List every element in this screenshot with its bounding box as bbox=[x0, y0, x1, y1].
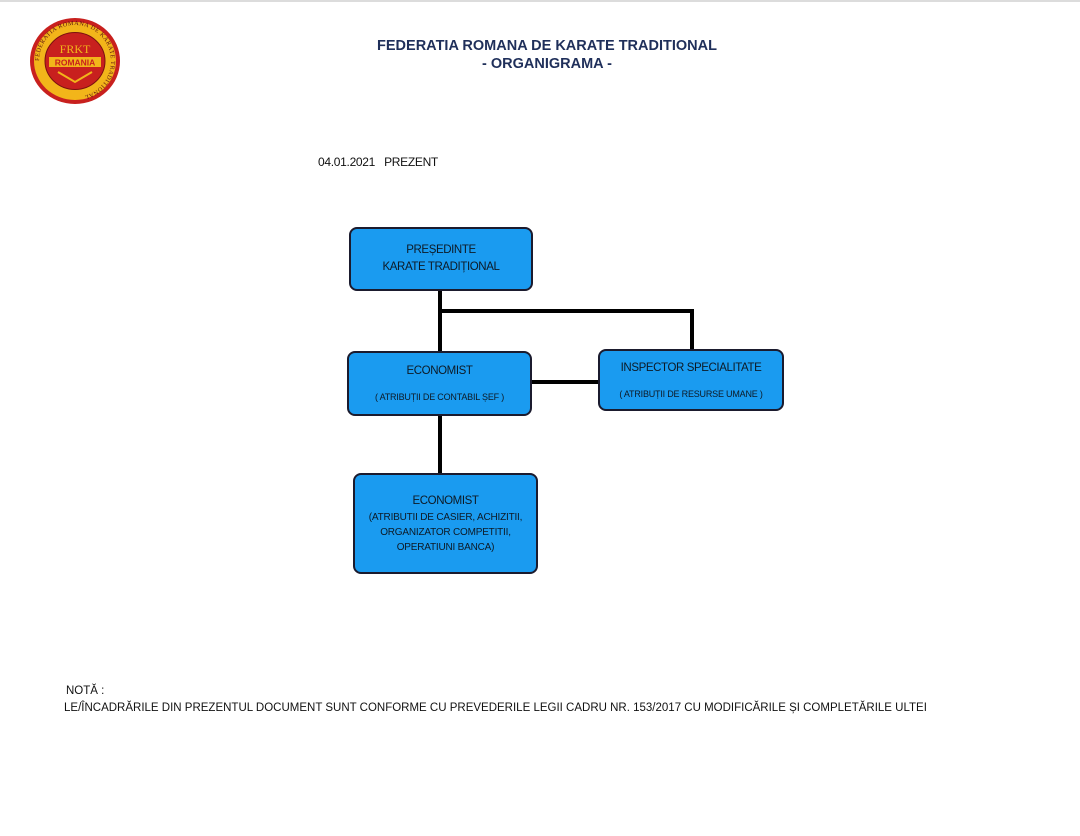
economist-cashier-note2: ORGANIZATOR COMPETITII, bbox=[380, 526, 511, 538]
economist-cashier-title: ECONOMIST bbox=[412, 494, 479, 507]
note-text: LE/ÎNCADRĂRILE DIN PREZENTUL DOCUMENT SU… bbox=[64, 702, 927, 714]
note-label: NOTĂ : bbox=[66, 685, 105, 697]
date-value: 04.01.2021 bbox=[318, 155, 376, 169]
connector-economist-inspector bbox=[531, 380, 599, 384]
economist-cashier-note3: OPERATIUNI BANCA) bbox=[396, 541, 495, 553]
economist-chief-title: ECONOMIST bbox=[406, 365, 473, 377]
logo-romania-text: ROMANIA bbox=[55, 58, 96, 68]
box-president: PREȘEDINTE KARATE TRADIȚIONAL bbox=[349, 227, 533, 291]
connector-economist-down bbox=[438, 415, 442, 474]
connector-inspector-down bbox=[690, 309, 694, 350]
logo-frkt-text: FRKT bbox=[60, 42, 91, 56]
box-inspector: INSPECTOR SPECIALITATE ( ATRIBUȚII DE RE… bbox=[598, 349, 784, 411]
top-rule bbox=[0, 0, 1080, 2]
title-sub: - ORGANIGRAMA - bbox=[482, 56, 612, 72]
status-value: PREZENT bbox=[384, 155, 438, 169]
box-economist-cashier: ECONOMIST (ATRIBUTII DE CASIER, ACHIZITI… bbox=[353, 473, 538, 574]
connector-horizontal-top bbox=[438, 309, 694, 313]
inspector-title: INSPECTOR SPECIALITATE bbox=[620, 361, 762, 374]
inspector-note: ( ATRIBUȚII DE RESURSE UMANE ) bbox=[619, 388, 763, 399]
title-main: FEDERATIA ROMANA DE KARATE TRADITIONAL bbox=[377, 38, 717, 54]
frkt-logo: FEDERATIA ROMANA DE KARATE TRADITIONAL F… bbox=[30, 18, 120, 104]
president-line2: KARATE TRADIȚIONAL bbox=[382, 261, 500, 273]
economist-cashier-note1: (ATRIBUTII DE CASIER, ACHIZITII, bbox=[368, 511, 523, 523]
box-economist-chief: ECONOMIST ( ATRIBUȚII DE CONTABIL ȘEF ) bbox=[347, 351, 532, 416]
page-title: FEDERATIA ROMANA DE KARATE TRADITIONAL -… bbox=[300, 37, 794, 73]
president-line1: PREȘEDINTE bbox=[406, 244, 476, 256]
date-line: 04.01.2021 PREZENT bbox=[318, 155, 438, 169]
connector-president-down bbox=[438, 290, 442, 352]
economist-chief-note: ( ATRIBUȚII DE CONTABIL ȘEF ) bbox=[374, 392, 505, 402]
